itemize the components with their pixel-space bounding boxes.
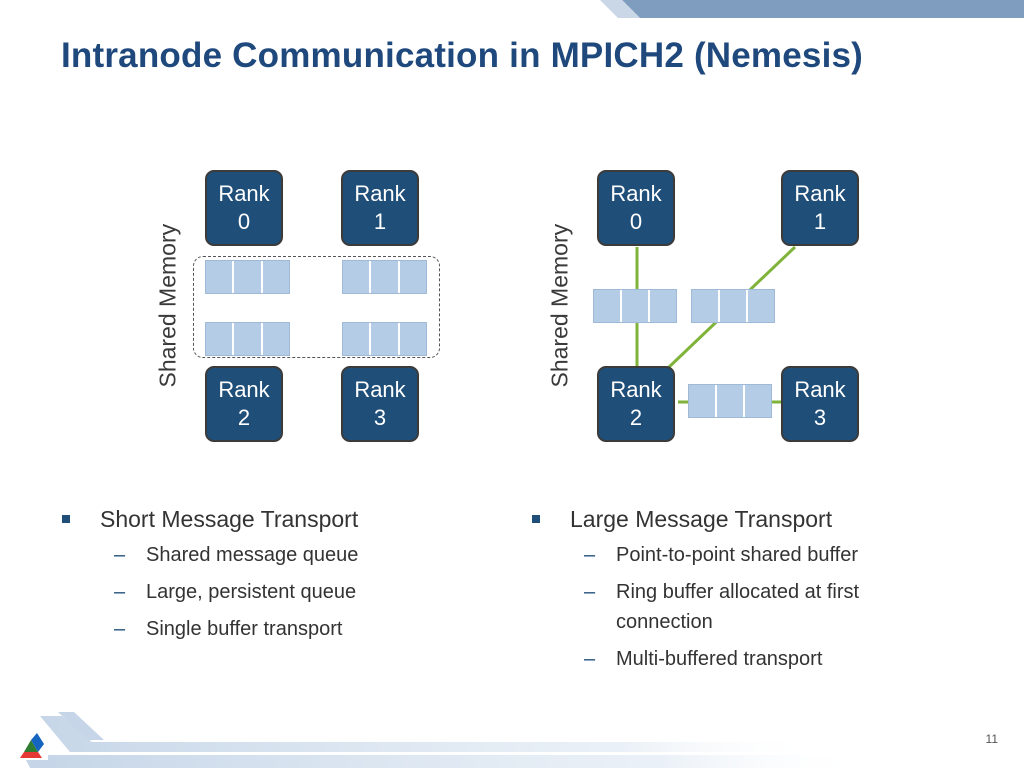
rank-number: 0 <box>629 209 643 234</box>
rank-number: 3 <box>373 405 387 430</box>
shared-memory-label-right: Shared Memory <box>546 223 573 388</box>
list-item: – Ring buffer allocated at first connect… <box>532 577 916 637</box>
rank-label: Rank <box>218 181 270 206</box>
message-queue <box>342 260 427 294</box>
dash-bullet-icon: – <box>584 648 596 670</box>
rank-number: 1 <box>813 209 827 234</box>
rank-number: 2 <box>629 405 643 430</box>
dash-bullet-icon: – <box>114 581 126 603</box>
list-item: – Single buffer transport <box>62 614 482 644</box>
rank-box-left-2: Rank 2 <box>205 366 283 442</box>
slide-title: Intranode Communication in MPICH2 (Nemes… <box>61 36 864 75</box>
dash-bullet-icon: – <box>584 544 596 566</box>
rank-number: 3 <box>813 405 827 430</box>
dash-bullet-icon: – <box>584 581 596 603</box>
bullet-square-icon <box>62 515 70 523</box>
page-number: 11 <box>985 732 998 746</box>
rank-box-right-1: Rank 1 <box>781 170 859 246</box>
list-heading: Short Message Transport <box>62 502 482 536</box>
rank-label: Rank <box>354 377 406 402</box>
shared-buffer <box>593 289 677 323</box>
dash-bullet-icon: – <box>114 618 126 640</box>
list-item: – Shared message queue <box>62 540 482 570</box>
list-item: – Point-to-point shared buffer <box>532 540 932 570</box>
large-message-list: Large Message Transport – Point-to-point… <box>532 502 932 674</box>
message-queue <box>205 260 290 294</box>
rank-label: Rank <box>218 377 270 402</box>
rank-box-left-3: Rank 3 <box>341 366 419 442</box>
header-band <box>600 0 1024 18</box>
list-heading: Large Message Transport <box>532 502 932 536</box>
shared-buffer <box>691 289 775 323</box>
rank-label: Rank <box>610 377 662 402</box>
dash-bullet-icon: – <box>114 544 126 566</box>
rank-box-left-0: Rank 0 <box>205 170 283 246</box>
rank-number: 0 <box>237 209 251 234</box>
rank-number: 1 <box>373 209 387 234</box>
rank-label: Rank <box>610 181 662 206</box>
rank-box-right-2: Rank 2 <box>597 366 675 442</box>
rank-box-right-3: Rank 3 <box>781 366 859 442</box>
list-item: – Large, persistent queue <box>62 577 482 607</box>
rank-box-left-1: Rank 1 <box>341 170 419 246</box>
rank-number: 2 <box>237 405 251 430</box>
rank-label: Rank <box>794 377 846 402</box>
list-item: – Multi-buffered transport <box>532 644 932 674</box>
message-queue <box>205 322 290 356</box>
short-message-list: Short Message Transport – Shared message… <box>62 502 482 644</box>
rank-label: Rank <box>354 181 406 206</box>
message-queue <box>342 322 427 356</box>
rank-box-right-0: Rank 0 <box>597 170 675 246</box>
shared-memory-region <box>193 256 440 358</box>
rank-label: Rank <box>794 181 846 206</box>
bullet-square-icon <box>532 515 540 523</box>
shared-buffer <box>688 384 772 418</box>
